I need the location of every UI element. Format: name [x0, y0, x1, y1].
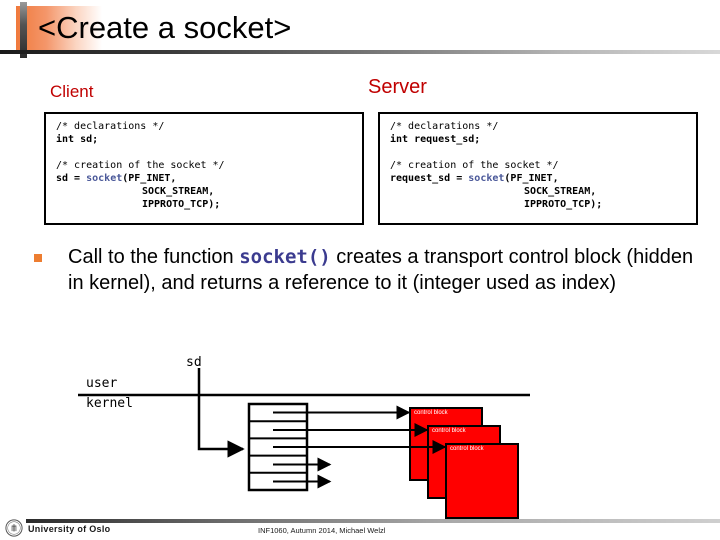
server-column-label: Server — [368, 76, 427, 98]
control-block-3: control block — [445, 443, 519, 519]
client-call-arg2: SOCK_STREAM, — [142, 186, 215, 197]
control-block-3-label: control block — [450, 446, 484, 452]
server-call-arg2: SOCK_STREAM, — [524, 186, 597, 197]
server-code-line-comment2: /* creation of the socket */ — [390, 160, 559, 171]
server-call-suffix: (PF_INET, — [504, 173, 559, 184]
server-call-arg3: IPPROTO_TCP); — [524, 199, 603, 210]
server-code-line-declaration: int request_sd; — [390, 134, 481, 145]
client-code-line-comment1: /* declarations */ — [56, 121, 165, 132]
server-code-line-comment1: /* declarations */ — [390, 121, 499, 132]
title-accent-gradient — [16, 6, 102, 54]
client-call-suffix: (PF_INET, — [122, 173, 177, 184]
server-call-fn: socket — [468, 173, 505, 184]
sd-pointer-line — [197, 368, 245, 458]
footer-divider — [26, 519, 720, 523]
diagram-sd-label: sd — [186, 355, 202, 370]
server-call-prefix: request_sd = — [390, 173, 469, 184]
footer-institution: University of Oslo — [28, 524, 111, 534]
client-code-line-comment2: /* creation of the socket */ — [56, 160, 225, 171]
bullet-inline-code: socket() — [239, 246, 331, 268]
client-code-line-call: sd = socket(PF_INET, — [56, 172, 358, 185]
control-block-2-label: control block — [432, 428, 466, 434]
title-divider — [0, 50, 720, 54]
bullet-square-icon — [34, 254, 42, 262]
server-code-line-call: request_sd = socket(PF_INET, — [390, 172, 692, 185]
bullet-item: Call to the function socket() creates a … — [34, 244, 704, 296]
university-seal-icon — [5, 519, 23, 537]
client-call-fn: socket — [86, 173, 123, 184]
control-block-1-label: control block — [414, 410, 448, 416]
client-call-prefix: sd = — [56, 173, 87, 184]
server-code-block: /* declarations */ int request_sd; /* cr… — [378, 112, 698, 225]
client-column-label: Client — [50, 82, 94, 101]
client-code-line-declaration: int sd; — [56, 134, 99, 145]
diagram-kernel-label: kernel — [86, 396, 133, 411]
client-call-arg3: IPPROTO_TCP); — [142, 199, 221, 210]
client-code-block: /* declarations */ int sd; /* creation o… — [44, 112, 364, 225]
title-accent-bar — [20, 2, 27, 58]
bullet-text: Call to the function socket() creates a … — [68, 244, 704, 296]
diagram-user-label: user — [86, 376, 118, 391]
bullet-text-before: Call to the function — [68, 246, 240, 268]
page-title: <Create a socket> — [38, 10, 292, 45]
footer-course-info: INF1060, Autumn 2014, Michael Welzl — [258, 526, 386, 535]
bullet-text-after: creates a transport control block (hidde… — [68, 246, 694, 294]
